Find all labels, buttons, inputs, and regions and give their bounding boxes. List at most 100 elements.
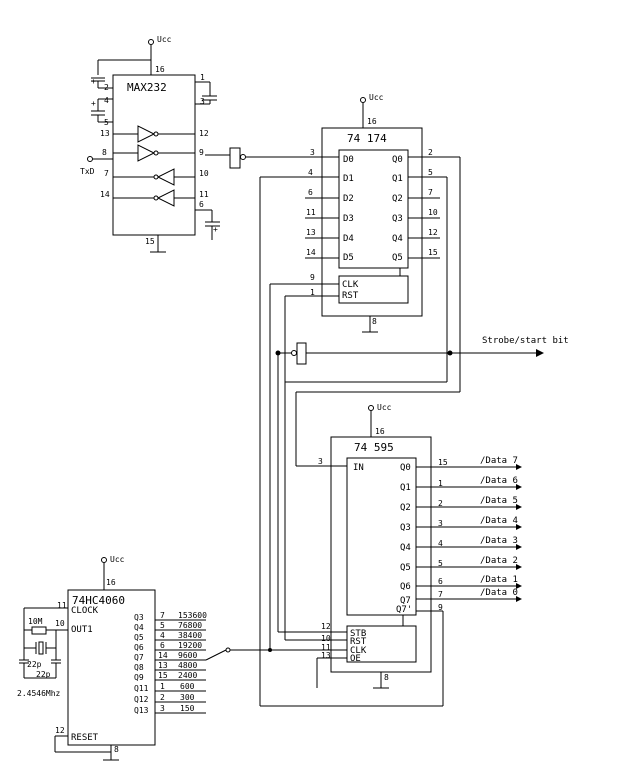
ic-74hc4060-name: 74HC4060 — [72, 594, 125, 607]
svg-text:/Data 3: /Data 3 — [480, 536, 518, 546]
svg-text:76800: 76800 — [178, 621, 202, 630]
svg-text:Q0: Q0 — [392, 155, 403, 165]
svg-text:12: 12 — [55, 726, 65, 735]
ic-74174-name: 74 174 — [347, 132, 387, 145]
svg-text:D0: D0 — [343, 155, 354, 165]
ic-74hc4060: 74HC4060 Ucc 16 CLOCK OUT1 RESET 11 10 1… — [17, 555, 272, 761]
svg-text:12: 12 — [321, 622, 331, 631]
svg-text:14: 14 — [306, 248, 316, 257]
svg-text:3: 3 — [160, 704, 165, 713]
svg-text:10: 10 — [321, 634, 331, 643]
svg-text:12: 12 — [199, 129, 209, 138]
svg-text:13: 13 — [158, 661, 168, 670]
svg-text:Q2: Q2 — [392, 194, 403, 204]
svg-text:D4: D4 — [343, 234, 354, 244]
svg-text:6: 6 — [438, 577, 443, 586]
svg-text:1: 1 — [310, 288, 315, 297]
max232-vcc-label: Ucc — [157, 35, 172, 44]
svg-text:4: 4 — [308, 168, 313, 177]
strobe-line: Strobe/start bit — [269, 284, 569, 650]
svg-text:Q0: Q0 — [400, 463, 411, 473]
svg-text:D5: D5 — [343, 253, 354, 263]
svg-text:15: 15 — [428, 248, 438, 257]
svg-text:5: 5 — [428, 168, 433, 177]
svg-text:D2: D2 — [343, 194, 354, 204]
svg-text:15: 15 — [145, 237, 155, 246]
svg-text:16: 16 — [106, 578, 116, 587]
max232-chip: MAX232 Ucc + 16 2 1 3 + 4 5 — [80, 35, 220, 253]
svg-text:9: 9 — [199, 148, 204, 157]
svg-text:6: 6 — [199, 200, 204, 209]
svg-text:7: 7 — [438, 590, 443, 599]
ic-74174: 74 174 Ucc 16 D0 D1 D2 D3 D4 D5 3 4 6 11… — [270, 93, 460, 333]
svg-text:7: 7 — [428, 188, 433, 197]
svg-text:11: 11 — [306, 208, 316, 217]
svg-text:Q1: Q1 — [392, 174, 403, 184]
svg-text:D1: D1 — [343, 174, 354, 184]
svg-text:/Data 1: /Data 1 — [480, 575, 518, 585]
svg-text:+: + — [91, 99, 96, 108]
svg-text:7: 7 — [104, 169, 109, 178]
svg-text:14: 14 — [100, 190, 110, 199]
svg-text:CLK: CLK — [350, 646, 367, 656]
svg-text:Q4: Q4 — [400, 543, 411, 553]
svg-text:1: 1 — [438, 479, 443, 488]
svg-text:15: 15 — [438, 458, 448, 467]
svg-text:/Data 7: /Data 7 — [480, 456, 518, 466]
svg-text:Q13: Q13 — [134, 706, 149, 715]
max232-name: MAX232 — [127, 81, 167, 94]
max232-vcc-terminal — [148, 39, 154, 45]
svg-text:3: 3 — [310, 148, 315, 157]
svg-text:9: 9 — [310, 273, 315, 282]
svg-text:+: + — [213, 225, 218, 234]
svg-text:13: 13 — [100, 129, 110, 138]
ic-74174-body — [321, 127, 423, 317]
svg-text:1: 1 — [200, 73, 205, 82]
svg-text:9: 9 — [438, 603, 443, 612]
ic-74595-name: 74 595 — [354, 441, 394, 454]
svg-text:19200: 19200 — [178, 641, 202, 650]
svg-text:6: 6 — [160, 641, 165, 650]
svg-text:8: 8 — [384, 673, 389, 682]
max232-body — [112, 74, 196, 236]
svg-text:/Data 0: /Data 0 — [480, 588, 518, 598]
svg-text:8: 8 — [114, 745, 119, 754]
svg-text:Q1: Q1 — [400, 483, 411, 493]
svg-text:D3: D3 — [343, 214, 354, 224]
svg-text:10: 10 — [428, 208, 438, 217]
svg-text:CLK: CLK — [342, 280, 359, 290]
svg-text:3: 3 — [438, 519, 443, 528]
ic-74174-inputs: D0 D1 D2 D3 D4 D5 3 4 6 11 13 14 — [300, 148, 354, 263]
svg-text:10: 10 — [199, 169, 209, 178]
svg-text:5: 5 — [104, 118, 109, 127]
svg-text:STB: STB — [350, 629, 366, 639]
svg-text:10: 10 — [55, 619, 65, 628]
svg-text:4800: 4800 — [178, 661, 197, 670]
svg-text:11: 11 — [199, 190, 209, 199]
svg-text:Q5: Q5 — [400, 563, 411, 573]
svg-text:/Data 4: /Data 4 — [480, 516, 518, 526]
svg-text:3: 3 — [200, 97, 205, 106]
svg-text:Q7': Q7' — [396, 605, 412, 615]
svg-text:13: 13 — [321, 651, 331, 660]
svg-text:11: 11 — [57, 601, 67, 610]
svg-text:4: 4 — [160, 631, 165, 640]
svg-text:/Data 2: /Data 2 — [480, 556, 518, 566]
svg-text:Q3: Q3 — [134, 613, 144, 622]
svg-text:153600: 153600 — [178, 611, 207, 620]
svg-text:3: 3 — [318, 457, 323, 466]
svg-text:Ucc: Ucc — [369, 93, 384, 102]
svg-text:OE: OE — [350, 654, 361, 664]
svg-text:/Data 6: /Data 6 — [480, 476, 518, 486]
ic-74hc4060-outputs: Q3 Q4 Q5 Q6 Q7 Q8 Q9 Q11 Q12 Q13 7 5 4 6… — [134, 611, 207, 715]
svg-text:22p: 22p — [27, 660, 42, 669]
svg-text:4: 4 — [438, 539, 443, 548]
svg-text:5: 5 — [438, 559, 443, 568]
svg-text:Q5: Q5 — [392, 253, 403, 263]
svg-text:16: 16 — [375, 427, 385, 436]
ic-74174-outputs: Q0 Q1 Q2 Q3 Q4 Q5 2 5 7 10 12 15 — [392, 148, 460, 263]
svg-text:Q4: Q4 — [392, 234, 403, 244]
svg-text:11: 11 — [321, 643, 331, 652]
svg-text:16: 16 — [367, 117, 377, 126]
